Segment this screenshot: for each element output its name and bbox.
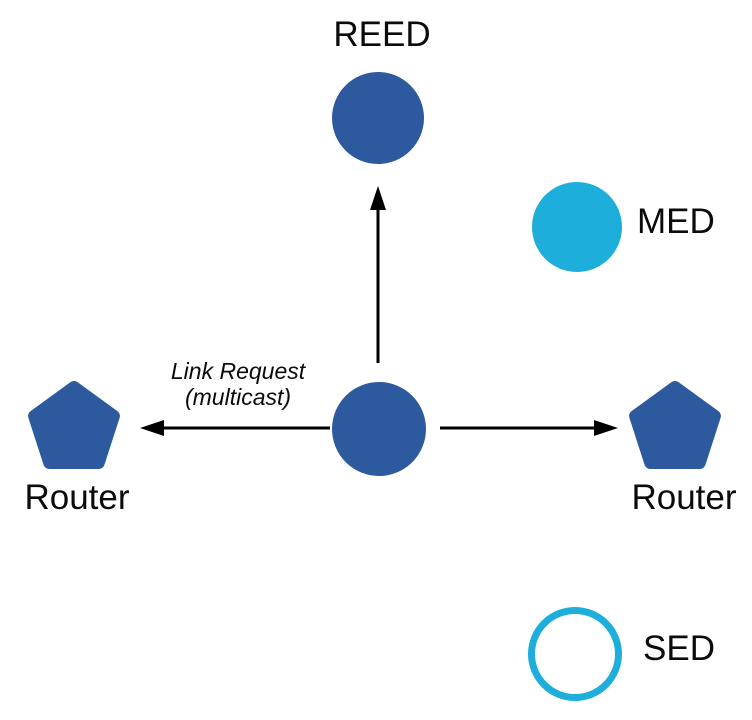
- arrowhead-right: [594, 420, 618, 436]
- arrow-to-router-left: [140, 420, 330, 436]
- sed-node-circle: [528, 607, 622, 701]
- router-left-pentagon: [28, 381, 120, 469]
- arrowhead-up: [370, 186, 386, 210]
- link-request-annotation-line2: (multicast): [184, 384, 292, 410]
- med-node-circle: [532, 182, 622, 272]
- router-left-label: Router: [24, 478, 130, 517]
- router-right-pentagon: [629, 381, 721, 469]
- reed-node-circle: [332, 72, 424, 164]
- sed-node-label: SED: [643, 629, 715, 668]
- link-request-annotation-line1: Link Request: [170, 358, 306, 384]
- med-node-label: MED: [637, 202, 715, 241]
- arrow-to-reed: [370, 186, 386, 363]
- joining-device-node-circle: [332, 382, 426, 476]
- arrowhead-left: [140, 420, 164, 436]
- reed-node-label: REED: [333, 15, 431, 54]
- link-request-annotation: Link Request (multicast): [171, 358, 305, 410]
- arrow-to-router-right: [440, 420, 618, 436]
- router-right-label: Router: [631, 478, 737, 517]
